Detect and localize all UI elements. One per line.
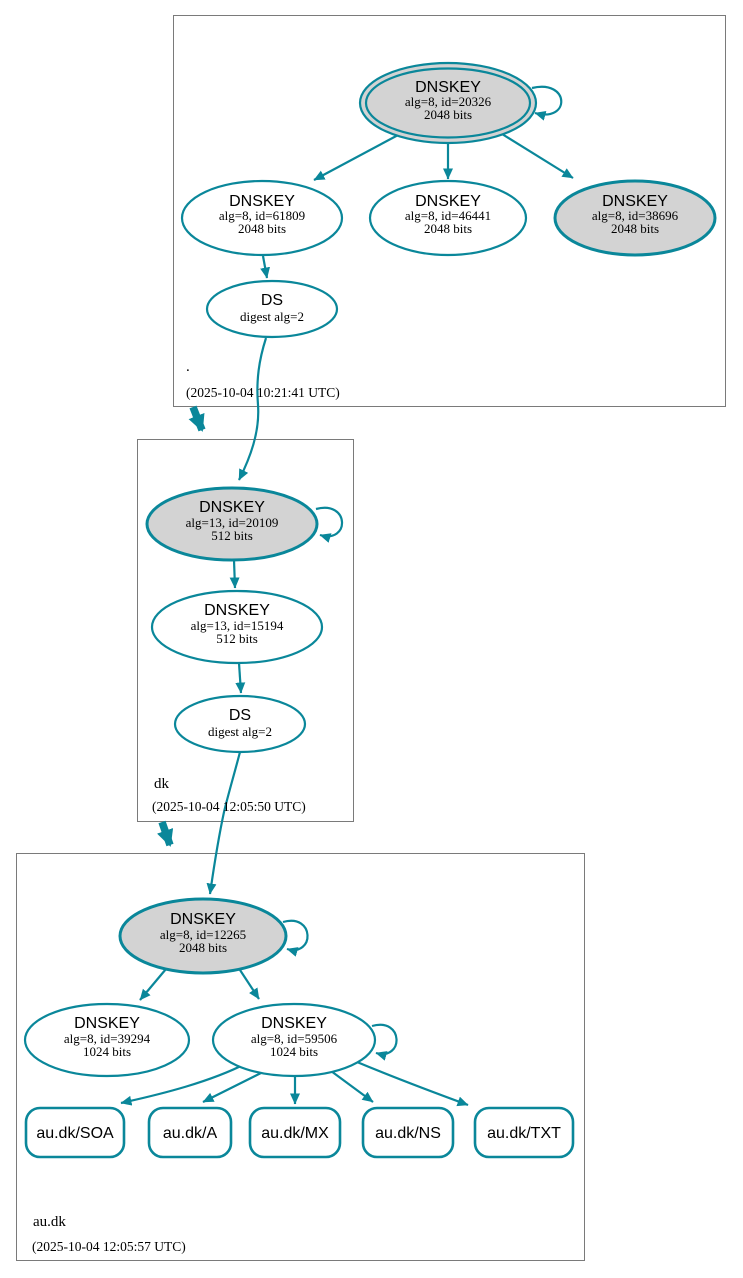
rrset-soa-box — [24, 1106, 126, 1159]
dnskey-46441-alg-id: alg=8, id=46441 — [405, 208, 491, 223]
edge-ds-dk-to-dnskey-12265 — [206, 751, 242, 895]
self-loop-59506 — [371, 1023, 398, 1061]
edge-12265-to-39294 — [139, 968, 167, 1001]
dnskey-20109-ellipse — [145, 486, 319, 562]
ds-dk-digest: digest alg=2 — [208, 724, 272, 739]
zone-audk-name: au.dk — [33, 1214, 66, 1230]
dnskey-15194-ellipse — [150, 589, 324, 665]
edge-ds-root-to-dnskey-20109 — [238, 337, 268, 481]
delegation-arrow-dk-to-audk — [157, 820, 174, 847]
dnskey-59506-bits: 1024 bits — [270, 1044, 318, 1059]
dnskey-node-20109: DNSKEY alg=13, id=20109 512 bits — [145, 486, 319, 562]
rrset-txt-label: au.dk/TXT — [487, 1125, 561, 1142]
dnskey-20326-outer-ellipse — [358, 61, 538, 145]
dnskey-node-20326: DNSKEY alg=8, id=20326 2048 bits — [358, 61, 538, 145]
ds-root-digest: digest alg=2 — [240, 309, 304, 324]
dnskey-61809-bits: 2048 bits — [238, 221, 286, 236]
self-loop-12265 — [282, 919, 309, 957]
dnskey-59506-alg-id: alg=8, id=59506 — [251, 1031, 338, 1046]
dnskey-39294-bits: 1024 bits — [83, 1044, 131, 1059]
dnskey-61809-title: DNSKEY — [229, 193, 295, 210]
dnskey-20109-title: DNSKEY — [199, 499, 265, 516]
rrset-a-box — [147, 1106, 233, 1159]
dnskey-12265-alg-id: alg=8, id=12265 — [160, 927, 246, 942]
dnskey-12265-ellipse — [118, 897, 288, 975]
edge-15194-to-ds-dk — [235, 662, 246, 694]
dnskey-node-39294: DNSKEY alg=8, id=39294 1024 bits — [23, 1002, 191, 1078]
rrset-node-mx: au.dk/MX — [248, 1106, 342, 1159]
rrset-node-soa: au.dk/SOA — [24, 1106, 126, 1159]
dnskey-node-61809: DNSKEY alg=8, id=61809 2048 bits — [180, 179, 344, 257]
dnskey-20109-alg-id: alg=13, id=20109 — [186, 515, 279, 530]
dnskey-61809-ellipse — [180, 179, 344, 257]
dnskey-node-59506: DNSKEY alg=8, id=59506 1024 bits — [211, 1002, 377, 1078]
ds-root-ellipse — [205, 279, 339, 339]
edge-59506-to-ns — [330, 1070, 374, 1103]
dnskey-59506-title: DNSKEY — [261, 1015, 327, 1032]
self-loop-20326 — [531, 85, 563, 121]
edge-61809-to-ds — [260, 255, 271, 279]
edge-12265-to-59506 — [239, 969, 260, 1000]
rrset-ns-box — [361, 1106, 455, 1159]
rrset-mx-box — [248, 1106, 342, 1159]
dnskey-20326-title: DNSKEY — [415, 79, 481, 96]
dnskey-15194-bits: 512 bits — [216, 631, 258, 646]
zone-dk-timestamp: (2025-10-04 12:05:50 UTC) — [152, 799, 306, 814]
rrset-node-a: au.dk/A — [147, 1106, 233, 1159]
zone-dk: dk (2025-10-04 12:05:50 UTC) DNSKEY alg=… — [145, 486, 344, 814]
edge-59506-to-txt — [356, 1060, 469, 1107]
dnskey-39294-ellipse — [23, 1002, 191, 1078]
dnskey-node-46441: DNSKEY alg=8, id=46441 2048 bits — [368, 179, 528, 257]
dnskey-node-12265: DNSKEY alg=8, id=12265 2048 bits — [118, 897, 288, 975]
dnskey-46441-title: DNSKEY — [415, 193, 481, 210]
dnskey-node-38696: DNSKEY alg=8, id=38696 2048 bits — [553, 179, 717, 257]
rrset-node-txt: au.dk/TXT — [473, 1106, 575, 1159]
edge-20326-to-38696 — [501, 133, 574, 179]
dnskey-20326-alg-id: alg=8, id=20326 — [405, 94, 492, 109]
zone-root-name: . — [186, 359, 190, 375]
dnskey-39294-title: DNSKEY — [74, 1015, 140, 1032]
edge-20326-to-61809 — [313, 133, 401, 181]
rrset-a-label: au.dk/A — [163, 1125, 218, 1142]
dnskey-node-15194: DNSKEY alg=13, id=15194 512 bits — [150, 589, 324, 665]
edge-59506-to-soa — [120, 1062, 248, 1106]
dnskey-46441-bits: 2048 bits — [424, 221, 472, 236]
zone-root: . (2025-10-04 10:21:41 UTC) DNSKEY alg=8… — [180, 61, 717, 400]
dnskey-38696-title: DNSKEY — [602, 193, 668, 210]
ds-dk-title: DS — [229, 707, 251, 724]
edge-59506-to-a — [202, 1071, 264, 1103]
dnskey-15194-title: DNSKEY — [204, 602, 270, 619]
self-loop-20109 — [315, 506, 344, 543]
dnskey-15194-alg-id: alg=13, id=15194 — [191, 618, 284, 633]
ds-root-title: DS — [261, 292, 283, 309]
rrset-mx-label: au.dk/MX — [261, 1125, 329, 1142]
dnskey-46441-ellipse — [368, 179, 528, 257]
ds-dk-ellipse — [173, 694, 307, 754]
zone-root-timestamp: (2025-10-04 10:21:41 UTC) — [186, 385, 340, 400]
rrset-txt-box — [473, 1106, 575, 1159]
dnskey-39294-alg-id: alg=8, id=39294 — [64, 1031, 151, 1046]
dnskey-20109-bits: 512 bits — [211, 528, 253, 543]
dnskey-20326-inner-ellipse — [364, 67, 532, 139]
dnskey-12265-title: DNSKEY — [170, 911, 236, 928]
dnskey-20326-bits: 2048 bits — [424, 107, 472, 122]
dnskey-38696-bits: 2048 bits — [611, 221, 659, 236]
dnskey-38696-alg-id: alg=8, id=38696 — [592, 208, 679, 223]
ds-node-dk: DS digest alg=2 — [173, 694, 307, 754]
zone-audk: au.dk (2025-10-04 12:05:57 UTC) DNSKEY a… — [23, 897, 575, 1254]
dnskey-38696-ellipse — [553, 179, 717, 257]
rrset-ns-label: au.dk/NS — [375, 1125, 441, 1142]
rrset-node-ns: au.dk/NS — [361, 1106, 455, 1159]
edge-20109-to-15194 — [229, 559, 240, 589]
delegation-arrow-root-to-dk — [188, 405, 206, 432]
zone-dk-name: dk — [154, 776, 170, 792]
rrset-soa-label: au.dk/SOA — [36, 1125, 114, 1142]
ds-node-root: DS digest alg=2 — [205, 279, 339, 339]
zone-audk-timestamp: (2025-10-04 12:05:57 UTC) — [32, 1239, 186, 1254]
dnskey-12265-bits: 2048 bits — [179, 940, 227, 955]
dnskey-59506-ellipse — [211, 1002, 377, 1078]
dnskey-61809-alg-id: alg=8, id=61809 — [219, 208, 305, 223]
